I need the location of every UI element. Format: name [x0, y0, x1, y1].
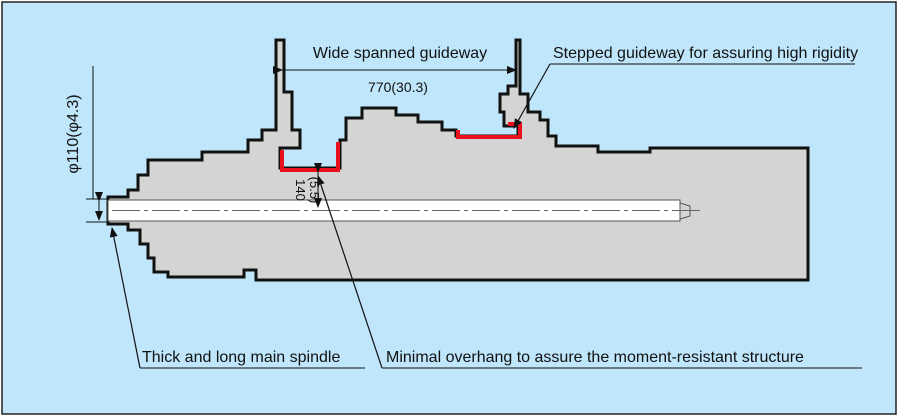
stepped-callout-leader: [513, 63, 551, 129]
width-dimension-label: 770(30.3): [368, 79, 428, 95]
spindle-callout-leader: [109, 227, 141, 369]
overhang-callout-label: Minimal overhang to assure the moment-re…: [386, 349, 804, 366]
spindle-callout-label: Thick and long main spindle: [142, 349, 340, 366]
spindle-diameter-label: φ110(φ4.3): [65, 94, 82, 173]
height-dimension-mm: 140: [293, 179, 308, 201]
stepped-guideway-label: Stepped guideway for assuring high rigid…: [553, 45, 858, 62]
wide-guideway-label: Wide spanned guideway: [313, 45, 487, 62]
overhang-callout-leader: [317, 175, 383, 369]
guideway-left: [280, 142, 340, 172]
